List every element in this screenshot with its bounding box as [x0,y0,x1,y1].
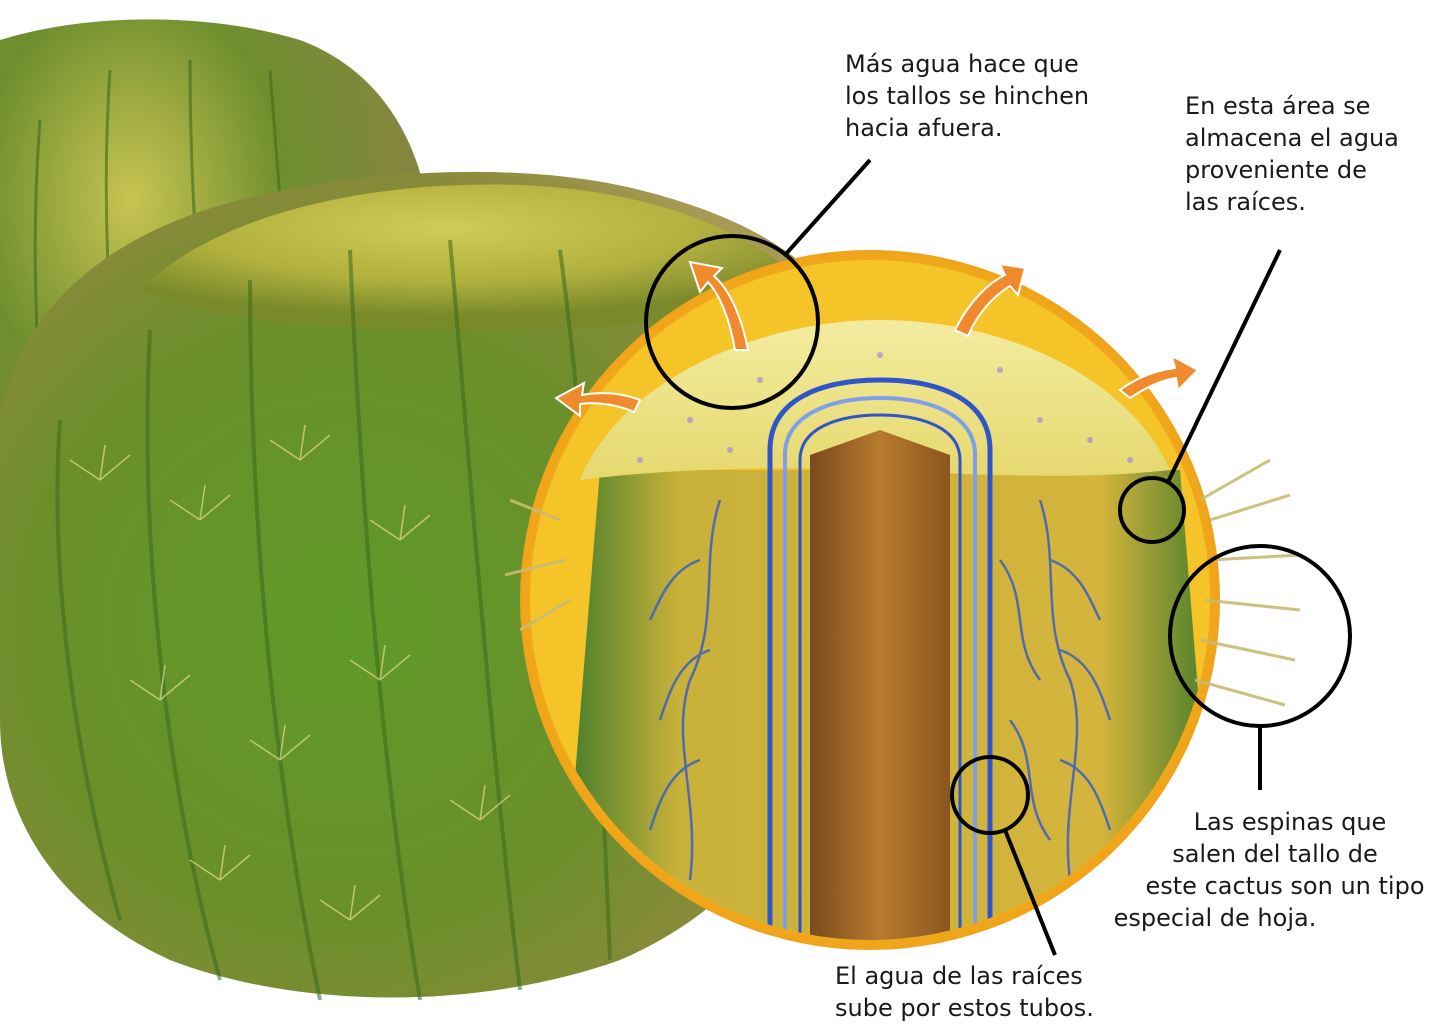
label-line: En esta área se [1185,90,1399,122]
brown-core [810,430,950,960]
label-swelling: Más agua hace que los tallos se hinchen … [845,48,1089,144]
label-line: Las espinas que [1100,806,1440,838]
label-line: almacena el agua [1185,122,1399,154]
label-line: hacia afuera. [845,112,1089,144]
label-line: salen del tallo de [1100,838,1440,870]
label-line: los tallos se hinchen [845,80,1089,112]
label-spines: Las espinas que salen del tallo de este … [1100,806,1440,934]
label-line: sube por estos tubos. [835,992,1094,1024]
label-line: especial de hoja. [1100,902,1440,934]
label-line: este cactus son un tipo [1100,870,1440,902]
label-storage: En esta área se almacena el agua proveni… [1185,90,1399,218]
label-line: proveniente de [1185,154,1399,186]
label-line: Más agua hace que [845,48,1089,80]
label-tubes: El agua de las raíces sube por estos tub… [835,960,1094,1024]
label-line: El agua de las raíces [835,960,1094,992]
label-line: las raíces. [1185,186,1399,218]
leader-line-swelling [785,160,870,255]
